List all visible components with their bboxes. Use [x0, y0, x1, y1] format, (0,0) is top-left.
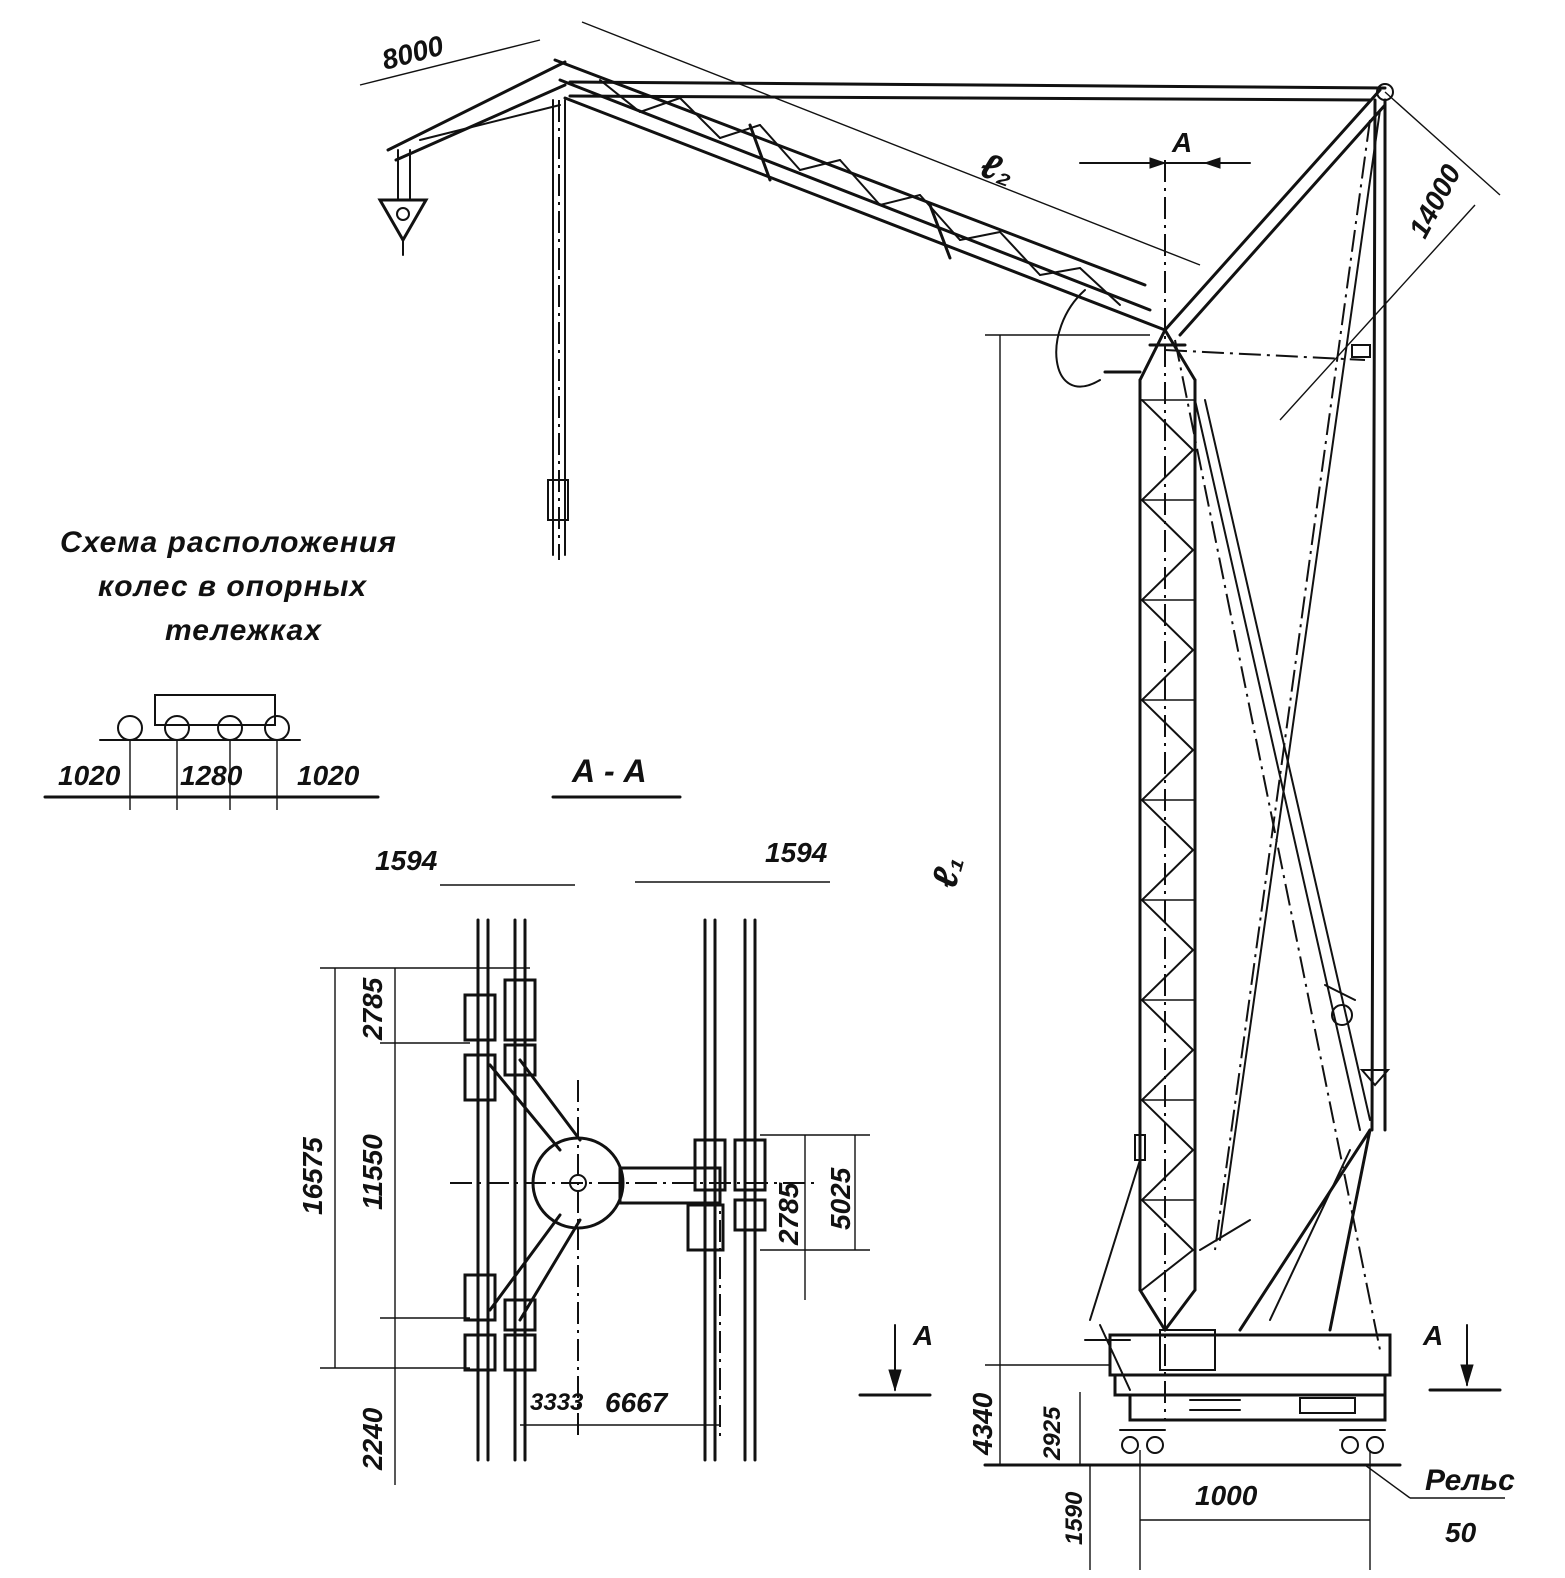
- section-marker-left: А: [912, 1320, 933, 1351]
- dim-6667: 6667: [605, 1387, 669, 1418]
- dim-5025: 5025: [825, 1167, 856, 1230]
- text-labels: Схема расположения колес в опорных тележ…: [58, 30, 1515, 1548]
- section-marker-top: А: [1171, 127, 1192, 158]
- dim-11550: 11550: [357, 1134, 388, 1210]
- section-marker-right: А: [1422, 1320, 1443, 1351]
- caption-line2: колес в опорных: [98, 570, 367, 603]
- stays: [1089, 98, 1391, 1351]
- label-l1: ℓ₁: [923, 851, 971, 892]
- section-title: А - А: [571, 753, 647, 789]
- dim-1594-left: 1594: [375, 845, 438, 876]
- dim-1590: 1590: [1061, 1491, 1088, 1545]
- dim-bogie-left: 1020: [58, 760, 121, 791]
- section-markers: [858, 157, 1502, 1420]
- dim-1000: 1000: [1195, 1480, 1258, 1511]
- dim-bogie-mid: 1280: [180, 760, 243, 791]
- dim-16575: 16575: [297, 1137, 328, 1215]
- dim-2785-right: 2785: [773, 1182, 804, 1246]
- bogie-scheme: [43, 694, 682, 810]
- dim-4340: 4340: [967, 1392, 998, 1456]
- dim-2925: 2925: [1039, 1406, 1066, 1461]
- section-aa-plan: [320, 881, 870, 1485]
- caption-line3: тележках: [165, 614, 322, 647]
- dim-8000: 8000: [379, 30, 448, 76]
- caption-line1: Схема расположения: [60, 526, 397, 559]
- portal-base: [983, 1324, 1505, 1499]
- dim-3333: 3333: [530, 1389, 584, 1416]
- dim-2785-top: 2785: [357, 977, 388, 1041]
- rail-value: 50: [1445, 1517, 1477, 1548]
- dimension-lines: [359, 21, 1501, 1570]
- rail-label: Рельс: [1425, 1464, 1515, 1497]
- dim-2240: 2240: [357, 1407, 388, 1471]
- dim-1594-right: 1594: [765, 837, 828, 868]
- dim-14000: 14000: [1403, 159, 1467, 243]
- dim-bogie-right: 1020: [297, 760, 360, 791]
- tower-mast: [1055, 289, 1197, 1332]
- label-l2: ℓ₂: [975, 144, 1019, 194]
- boom-jib: [377, 58, 1394, 560]
